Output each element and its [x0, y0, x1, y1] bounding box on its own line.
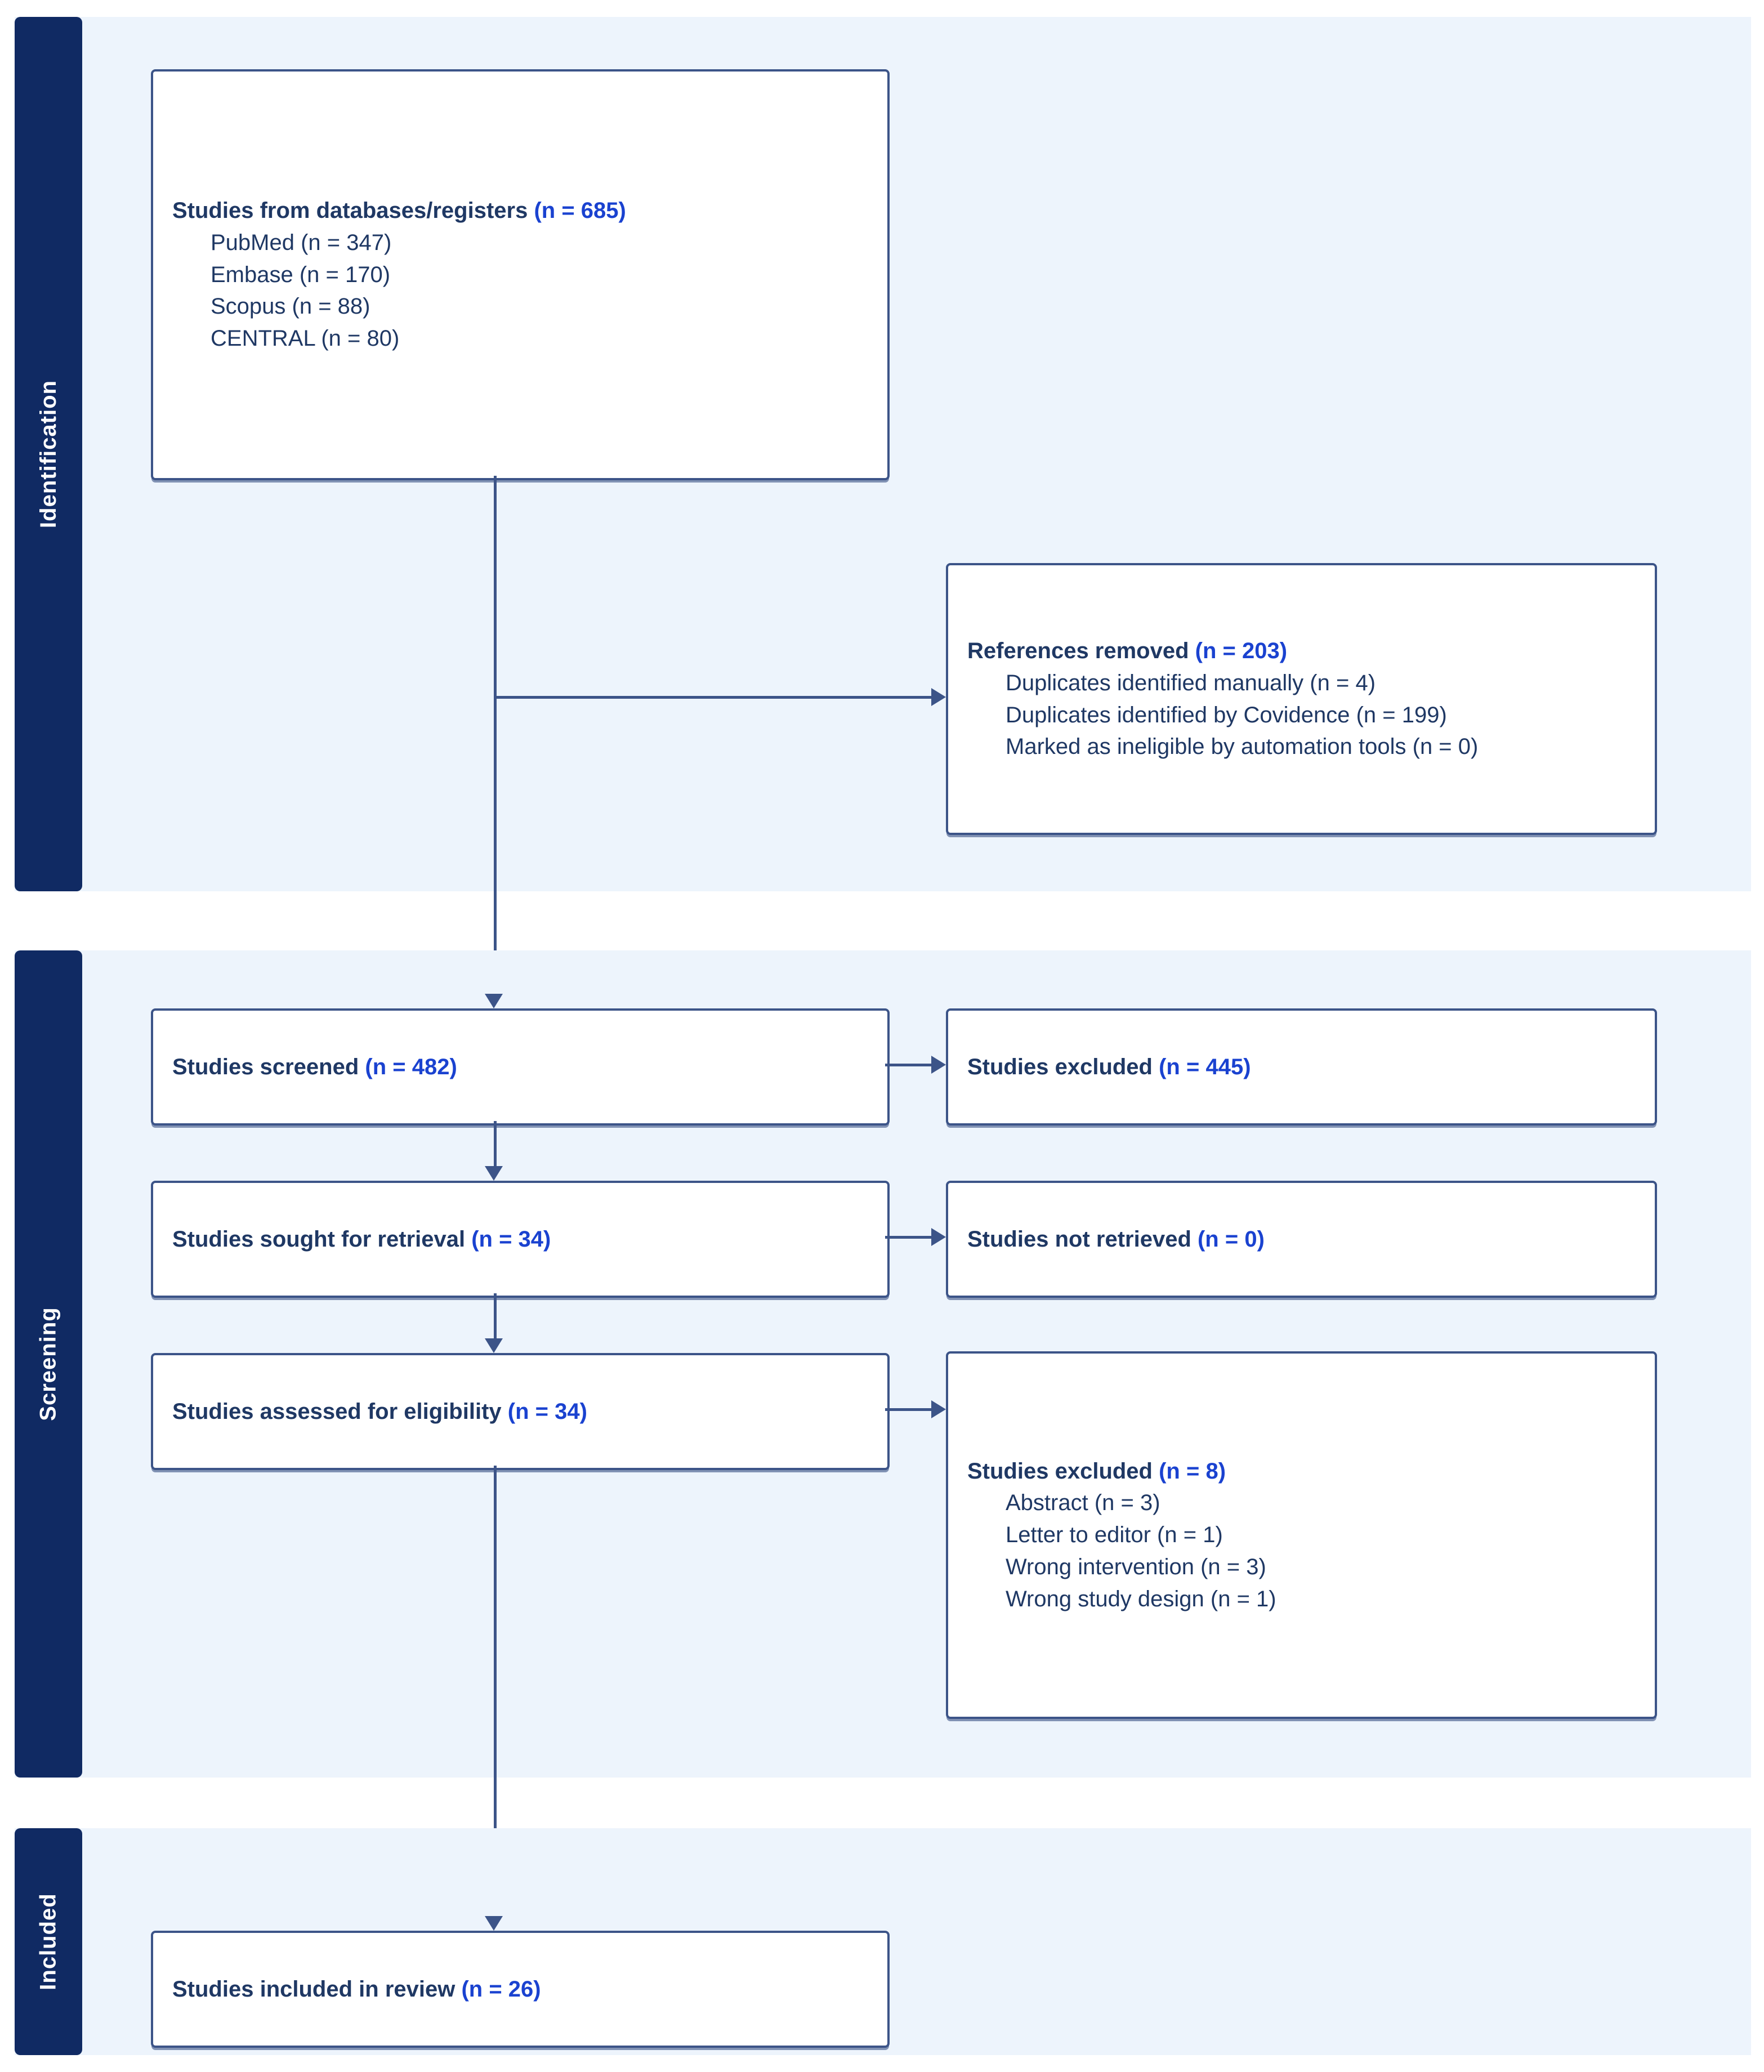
screened-headline: Studies screened (n = 482) [172, 1054, 457, 1079]
stage-label-included: Included [15, 1828, 82, 2055]
stage-label-included-text: Included [35, 1893, 61, 1990]
assessed-headline: Studies assessed for eligibility (n = 34… [172, 1399, 587, 1424]
stage-label-screening-text: Screening [35, 1307, 61, 1421]
sources-count: (n = 685) [534, 198, 626, 223]
removed-subline: Duplicates identified manually (n = 4) [1006, 670, 1376, 695]
arrow-to-studies-excluded-screening [931, 1056, 946, 1074]
screened-excluded-headline: Studies excluded (n = 445) [967, 1054, 1251, 1079]
arrow-to-studies-included [485, 1916, 503, 1931]
eligibility-excluded-subline: Wrong intervention (n = 3) [1006, 1554, 1266, 1579]
screened-excluded-count: (n = 445) [1159, 1054, 1251, 1079]
arrow-to-studies-sought [485, 1166, 503, 1181]
arrow-to-references-removed [931, 688, 946, 706]
stage-label-identification-text: Identification [35, 380, 61, 528]
box-studies-not-retrieved: Studies not retrieved (n = 0) [946, 1181, 1657, 1298]
removed-subline: Marked as ineligible by automation tools… [1006, 734, 1479, 760]
stage-label-screening: Screening [15, 950, 82, 1778]
removed-count: (n = 203) [1195, 638, 1288, 663]
box-studies-excluded-eligibility: Studies excluded (n = 8) Abstract (n = 3… [946, 1351, 1657, 1719]
box-studies-assessed-for-eligibility: Studies assessed for eligibility (n = 34… [151, 1353, 890, 1470]
sought-count: (n = 34) [471, 1226, 551, 1252]
sources-subline: Embase (n = 170) [211, 262, 391, 287]
connector-sources-down [494, 476, 497, 994]
arrow-to-studies-assessed [485, 1338, 503, 1353]
assessed-count: (n = 34) [507, 1399, 587, 1424]
connector-screened-down [494, 1121, 497, 1166]
removed-subline: Duplicates identified by Covidence (n = … [1006, 702, 1447, 727]
not-retrieved-count: (n = 0) [1197, 1226, 1265, 1252]
screened-count: (n = 482) [365, 1054, 457, 1079]
box-studies-sought-for-retrieval: Studies sought for retrieval (n = 34) [151, 1181, 890, 1298]
eligibility-excluded-count: (n = 8) [1159, 1458, 1226, 1484]
sources-subline: PubMed (n = 347) [211, 230, 392, 255]
included-count: (n = 26) [461, 1976, 541, 2002]
connector-assessed-down [494, 1466, 497, 1916]
connector-assessed-to-excluded [885, 1408, 931, 1411]
eligibility-excluded-headline: Studies excluded (n = 8) [967, 1458, 1226, 1484]
sources-headline: Studies from databases/registers (n = 68… [172, 198, 626, 223]
box-studies-from-databases: Studies from databases/registers (n = 68… [151, 69, 890, 480]
included-headline: Studies included in review (n = 26) [172, 1976, 541, 2002]
arrow-to-studies-not-retrieved [931, 1228, 946, 1246]
sources-subline: CENTRAL (n = 80) [211, 326, 400, 351]
eligibility-excluded-subline: Wrong study design (n = 1) [1006, 1586, 1276, 1611]
connector-screened-to-excluded [885, 1064, 931, 1066]
connector-sought-to-not-retrieved [885, 1236, 931, 1239]
sources-subline: Scopus (n = 88) [211, 294, 370, 319]
box-studies-excluded-screening: Studies excluded (n = 445) [946, 1008, 1657, 1126]
box-studies-screened: Studies screened (n = 482) [151, 1008, 890, 1126]
eligibility-excluded-subline: Abstract (n = 3) [1006, 1490, 1160, 1516]
removed-headline: References removed (n = 203) [967, 638, 1288, 663]
connector-sources-to-removed [494, 696, 931, 699]
stage-label-identification: Identification [15, 17, 82, 891]
arrow-to-studies-excluded-eligibility [931, 1400, 946, 1418]
box-studies-included-in-review: Studies included in review (n = 26) [151, 1931, 890, 2048]
not-retrieved-headline: Studies not retrieved (n = 0) [967, 1226, 1265, 1252]
sought-headline: Studies sought for retrieval (n = 34) [172, 1226, 551, 1252]
box-references-removed: References removed (n = 203) Duplicates … [946, 563, 1657, 835]
connector-sought-down [494, 1293, 497, 1338]
eligibility-excluded-subline: Letter to editor (n = 1) [1006, 1522, 1223, 1548]
arrow-to-studies-screened [485, 994, 503, 1008]
